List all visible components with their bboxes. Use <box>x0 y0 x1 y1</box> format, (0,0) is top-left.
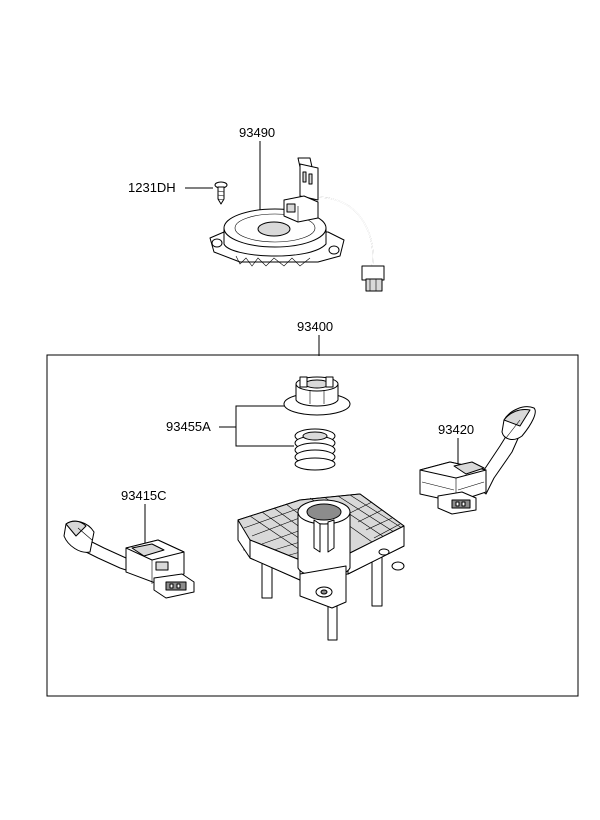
clock-spring-icon <box>209 157 385 292</box>
screw-icon <box>214 181 228 205</box>
switch-body-icon <box>237 493 405 641</box>
left-switch-icon <box>63 520 195 599</box>
right-switch-icon <box>419 406 536 515</box>
label-right-switch: 93420 <box>438 422 474 437</box>
assembly-frame <box>46 354 579 697</box>
leader-lines <box>144 141 459 546</box>
label-left-switch: 93415C <box>121 488 167 503</box>
coil-spring-icon <box>294 428 336 471</box>
spring-cap-icon <box>283 376 351 416</box>
label-assembly: 93400 <box>297 319 333 334</box>
label-spring-cap: 93455A <box>166 419 211 434</box>
label-screw: 1231DH <box>128 180 176 195</box>
label-clock-spring: 93490 <box>239 125 275 140</box>
